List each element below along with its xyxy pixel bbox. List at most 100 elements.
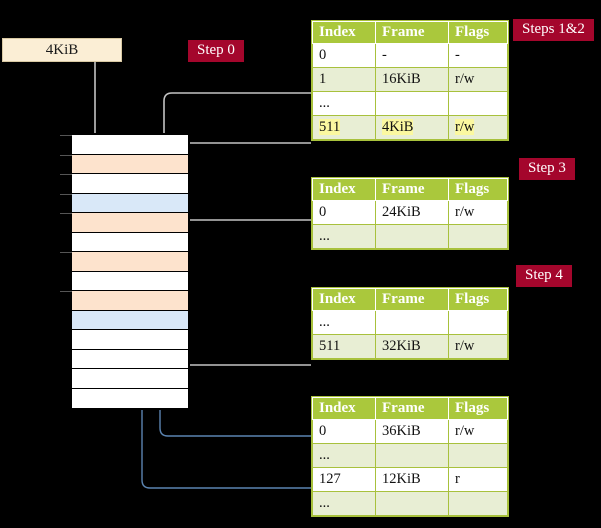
cell-index: 0 xyxy=(312,43,376,68)
cell-flags xyxy=(448,310,508,335)
cell-index: ... xyxy=(312,491,376,516)
cell-flags xyxy=(448,224,508,249)
virtual-address-label: 4KiB xyxy=(45,41,79,58)
cell-frame: - xyxy=(375,43,449,68)
cell-frame: 32KiB xyxy=(375,334,449,359)
wire-read-upper xyxy=(134,203,311,489)
virtual-address-box: 4KiB xyxy=(2,38,122,62)
cell-flags: r/w xyxy=(448,200,508,225)
column-header-frame: Frame xyxy=(375,397,449,420)
highlighted-value: 4KiB xyxy=(382,119,414,135)
cell-flags xyxy=(448,91,508,116)
cell-frame: 36KiB xyxy=(375,419,449,444)
memory-frame-9-read xyxy=(72,310,188,330)
column-header-flags: Flags xyxy=(448,397,508,420)
cell-flags: r/w xyxy=(448,67,508,92)
memory-frame-4-write xyxy=(60,213,188,233)
wire-step2-write xyxy=(173,142,311,254)
cell-index: 127 xyxy=(312,467,376,492)
memory-frame-0 xyxy=(60,135,188,155)
step-badge-0: Step 0 xyxy=(188,40,244,62)
column-header-frame: Frame xyxy=(375,21,449,44)
table-row: ... xyxy=(312,443,508,468)
memory-frame-13 xyxy=(72,388,188,408)
memory-frame-tick xyxy=(60,252,72,253)
memory-frame-tick xyxy=(60,213,72,214)
memory-frame-tick xyxy=(60,174,72,175)
highlighted-value: r/w xyxy=(455,119,475,135)
table-row: ... xyxy=(312,91,508,116)
memory-frame-11 xyxy=(72,349,188,369)
cell-frame: 4KiB xyxy=(375,115,449,140)
table-row: ... xyxy=(312,491,508,516)
cell-index: 0 xyxy=(312,200,376,225)
memory-frame-tick xyxy=(60,193,72,195)
memory-frame-10 xyxy=(72,330,188,350)
wire-step3-write xyxy=(179,219,311,293)
memory-frame-1-write xyxy=(60,154,188,174)
cell-flags: r/w xyxy=(448,334,508,359)
highlighted-value: 511 xyxy=(319,119,341,135)
memory-frame-5 xyxy=(72,232,188,252)
table-row: 0-- xyxy=(312,43,508,68)
column-header-frame: Frame xyxy=(375,288,449,311)
step-badge-1-2: Steps 1&2 xyxy=(513,19,594,41)
cell-index: 1 xyxy=(312,67,376,92)
cell-flags: r/w xyxy=(448,419,508,444)
cell-flags: r/w xyxy=(448,115,508,140)
column-header-frame: Frame xyxy=(375,178,449,201)
cell-flags: r xyxy=(448,467,508,492)
memory-frame-12 xyxy=(72,369,188,389)
step-badge-3: Step 3 xyxy=(519,158,575,180)
cell-frame xyxy=(375,443,449,468)
cell-frame xyxy=(375,310,449,335)
column-header-index: Index xyxy=(312,178,376,201)
memory-frame-tick xyxy=(60,291,72,292)
cell-flags: - xyxy=(448,43,508,68)
memory-frame-8-write xyxy=(60,291,188,311)
cell-frame: 12KiB xyxy=(375,467,449,492)
cell-flags xyxy=(448,443,508,468)
memory-frame-3-read xyxy=(60,193,188,213)
cell-index: 0 xyxy=(312,419,376,444)
cell-frame xyxy=(375,91,449,116)
cell-frame: 24KiB xyxy=(375,200,449,225)
wire-read-lower xyxy=(152,318,311,437)
cell-flags xyxy=(448,491,508,516)
column-header-flags: Flags xyxy=(448,288,508,311)
memory-frame-tick xyxy=(60,135,72,136)
memory-frame-2 xyxy=(60,174,188,194)
cell-index: ... xyxy=(312,91,376,116)
cell-frame xyxy=(375,224,449,249)
column-header-flags: Flags xyxy=(448,178,508,201)
table-row: 511 4KiB r/w xyxy=(312,115,508,140)
cell-index: ... xyxy=(312,443,376,468)
column-header-flags: Flags xyxy=(448,21,508,44)
column-header-index: Index xyxy=(312,288,376,311)
table-row: ... xyxy=(312,310,508,335)
wire-step1-write xyxy=(163,92,311,147)
step-badge-4: Step 4 xyxy=(516,265,572,287)
column-header-index: Index xyxy=(312,397,376,420)
memory-frame-tick xyxy=(60,154,72,156)
column-header-index: Index xyxy=(312,21,376,44)
wire-step4-write xyxy=(172,322,311,366)
table-row: ... xyxy=(312,224,508,249)
cell-index: 511 xyxy=(312,334,376,359)
cell-index: ... xyxy=(312,224,376,249)
cell-frame xyxy=(375,491,449,516)
